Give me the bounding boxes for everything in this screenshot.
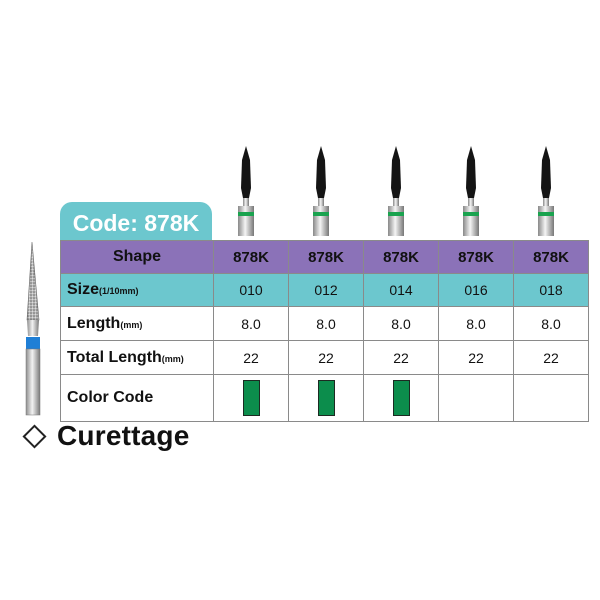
- color-code-cell: [363, 374, 439, 422]
- color-code-cell: [213, 374, 289, 422]
- color-code-cell: [438, 374, 514, 422]
- color-code-row: Color Code: [60, 374, 589, 422]
- diamond-icon: [22, 423, 47, 449]
- size-cell: 010: [213, 273, 289, 307]
- length-cell: 8.0: [513, 306, 589, 341]
- length-label: Length: [67, 314, 121, 332]
- bur-image-4: [463, 146, 479, 236]
- size-row: Size(1/10mm) 010 012 014 016 018: [60, 273, 589, 307]
- shape-cell: 878K: [288, 240, 364, 274]
- length-cell: 8.0: [213, 306, 289, 341]
- shape-row: Shape 878K 878K 878K 878K 878K: [60, 240, 589, 274]
- shape-cell: 878K: [513, 240, 589, 274]
- size-unit: (1/10mm): [99, 286, 139, 296]
- total-length-cell: 22: [438, 340, 514, 375]
- color-code-cell: [288, 374, 364, 422]
- bur-side-view: [25, 241, 41, 416]
- heading-label: Curettage: [57, 420, 190, 451]
- total-length-cell: 22: [363, 340, 439, 375]
- total-length-label: Total Length: [67, 348, 162, 366]
- product-code-label: Code: 878K: [72, 209, 200, 236]
- total-length-row: Total Length(mm) 22 22 22 22 22: [60, 340, 589, 375]
- length-cell: 8.0: [438, 306, 514, 341]
- bur-image-row: [238, 146, 554, 236]
- bur-image-2: [313, 146, 329, 236]
- total-length-cell: 22: [213, 340, 289, 375]
- bur-image-5: [538, 146, 554, 236]
- color-code-swatch: [392, 380, 410, 416]
- total-length-cell: 22: [288, 340, 364, 375]
- shape-cell: 878K: [213, 240, 289, 274]
- spec-table: Shape 878K 878K 878K 878K 878K Size(1/10…: [60, 240, 589, 422]
- length-label-cell: Length(mm): [60, 306, 214, 341]
- color-code-swatch: [242, 380, 260, 416]
- shape-label: Shape: [60, 240, 214, 274]
- size-cell: 012: [288, 273, 364, 307]
- bur-image-3: [388, 146, 404, 236]
- product-code-tab: Code: 878K: [60, 202, 212, 242]
- total-length-label-cell: Total Length(mm): [60, 340, 214, 375]
- length-row: Length(mm) 8.0 8.0 8.0 8.0 8.0: [60, 306, 589, 341]
- length-cell: 8.0: [363, 306, 439, 341]
- section-heading: Curettage: [20, 418, 190, 454]
- size-cell: 016: [438, 273, 514, 307]
- length-unit: (mm): [120, 319, 143, 330]
- total-length-cell: 22: [513, 340, 589, 375]
- shape-cell: 878K: [363, 240, 439, 274]
- size-label: Size: [67, 281, 100, 298]
- size-cell: 018: [513, 273, 589, 307]
- size-label-cell: Size(1/10mm): [60, 273, 214, 307]
- length-cell: 8.0: [288, 306, 364, 341]
- total-length-unit: (mm): [161, 353, 184, 364]
- bur-image-1: [238, 146, 254, 236]
- color-code-swatch: [317, 380, 335, 416]
- color-code-cell: [513, 374, 589, 422]
- shape-cell: 878K: [438, 240, 514, 274]
- size-cell: 014: [363, 273, 439, 307]
- color-code-label: Color Code: [60, 374, 214, 422]
